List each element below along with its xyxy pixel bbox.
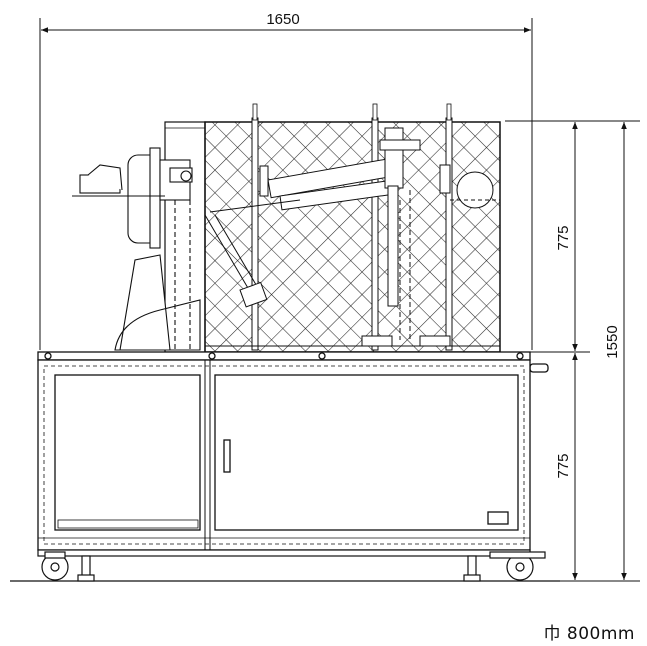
width-dimension-label: 1650: [266, 11, 299, 28]
lower-height-label: 775: [555, 453, 572, 478]
width-dimension: [39, 18, 533, 350]
total-height-label: 1550: [604, 325, 621, 358]
base-cabinet: [37, 359, 531, 551]
casters: [37, 549, 546, 582]
width-note: 巾 800mm: [543, 624, 635, 644]
arm-mechanism: [204, 127, 500, 347]
mesh-guard: [164, 103, 501, 353]
upper-height-label: 775: [555, 225, 572, 250]
reel-unit: [72, 147, 201, 351]
